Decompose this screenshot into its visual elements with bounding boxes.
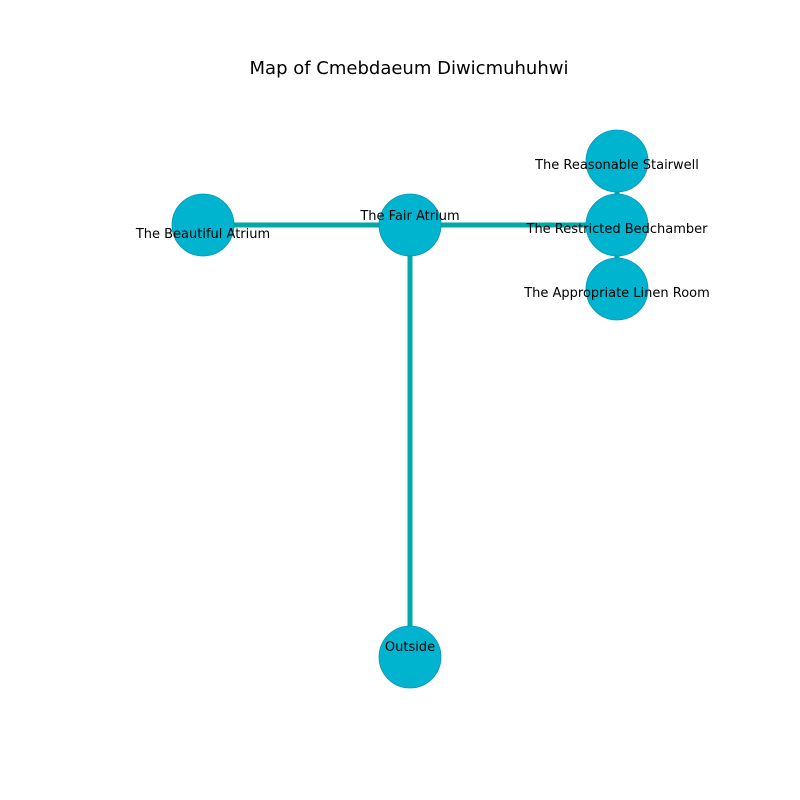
room-label-fair-atrium: The Fair Atrium — [359, 209, 459, 224]
room-label-reasonable-stairwell: The Reasonable Stairwell — [534, 158, 699, 173]
room-node-fair-atrium — [378, 193, 442, 257]
rooms-layer — [171, 129, 649, 689]
map-title: Map of Cmebdaeum Diwicmuhuhwi — [250, 58, 569, 79]
room-node-beautiful-atrium — [171, 193, 235, 257]
room-label-restricted-bedchamber: The Restricted Bedchamber — [526, 222, 709, 237]
room-label-outside: Outside — [385, 640, 435, 655]
room-label-beautiful-atrium: The Beautiful Atrium — [135, 227, 270, 242]
room-node-outside — [378, 625, 442, 689]
room-node-restricted-bedchamber — [585, 193, 649, 257]
room-label-appropriate-linen-room: The Appropriate Linen Room — [523, 286, 710, 301]
room-node-appropriate-linen-room — [585, 257, 649, 321]
room-node-reasonable-stairwell — [585, 129, 649, 193]
